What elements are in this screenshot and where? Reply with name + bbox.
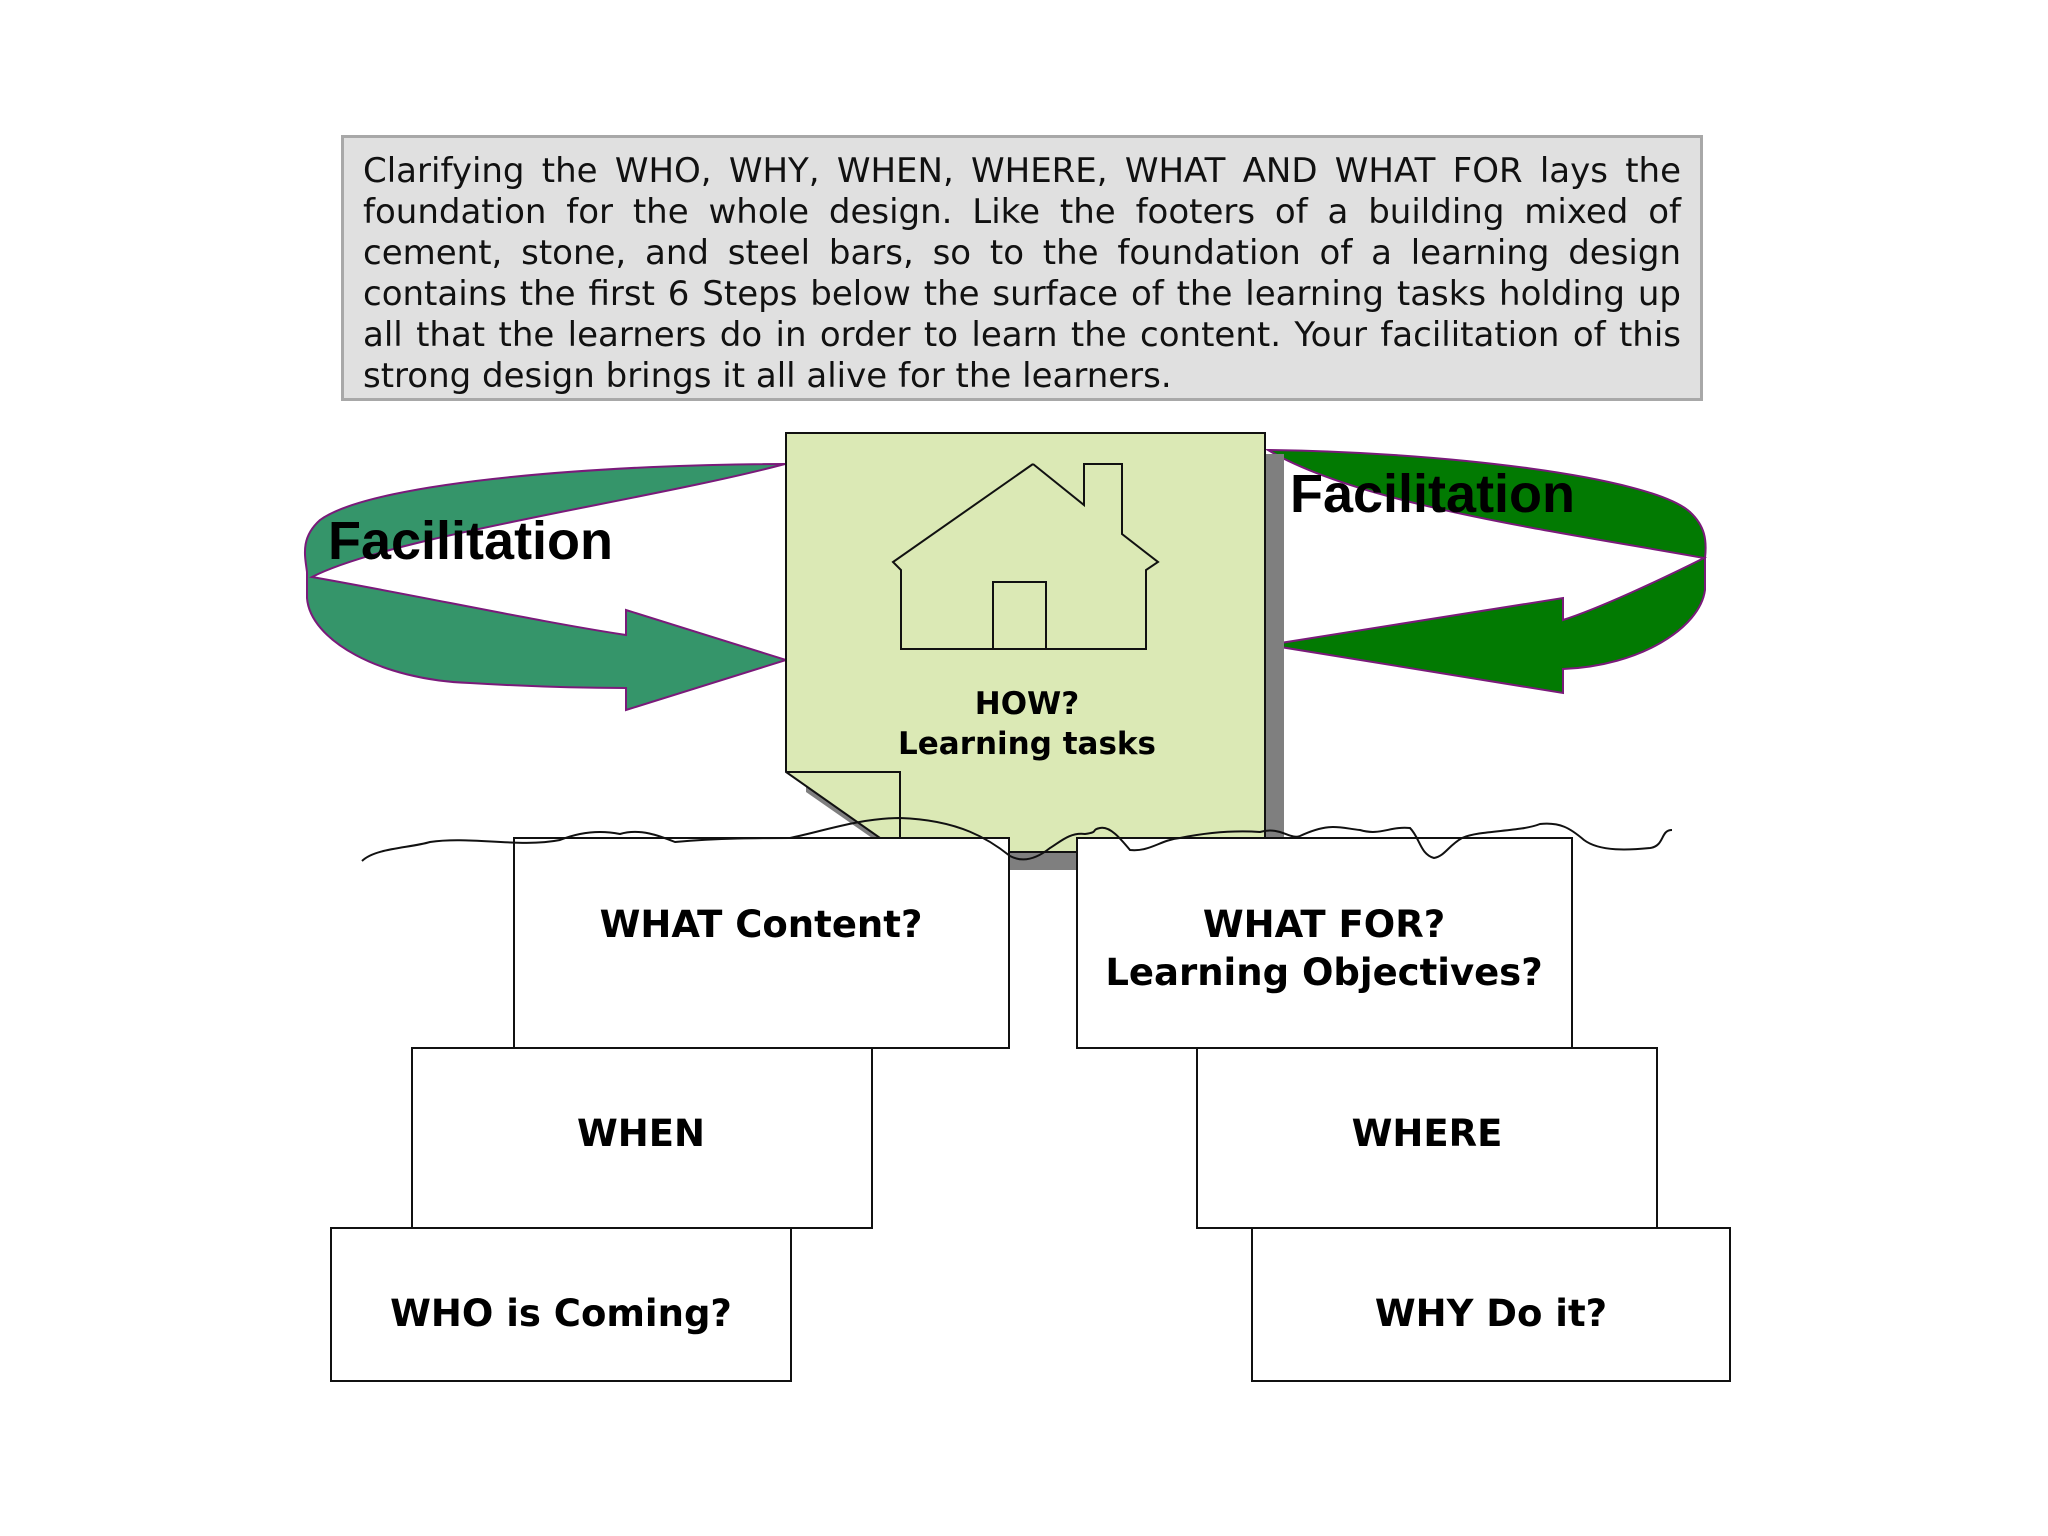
note-fold [786,771,901,852]
learning-objectives-label: Learning Objectives? [1105,951,1542,994]
how-label: HOW? [975,686,1079,722]
left-facilitation-arrow [303,463,790,712]
house-icon [891,463,1160,650]
why-label: WHY Do it? [1375,1292,1607,1335]
where-label: WHERE [1352,1112,1503,1155]
who-label: WHO is Coming? [390,1292,732,1335]
where-block [1196,1047,1658,1229]
what-content-label: WHAT Content? [600,903,923,946]
intro-text: Clarifying the WHO, WHY, WHEN, WHERE, WH… [363,151,1681,396]
what-for-label: WHAT FOR? [1203,903,1445,946]
why-block [1251,1227,1731,1382]
right-facilitation-label: Facilitation [1290,464,1575,524]
intro-text-box: Clarifying the WHO, WHY, WHEN, WHERE, WH… [341,135,1703,401]
when-block [411,1047,873,1229]
learning-tasks-label: Learning tasks [898,726,1156,762]
right-facilitation-arrow [1264,448,1708,695]
center-note [785,432,1266,853]
left-facilitation-label: Facilitation [328,511,613,571]
surface-line [361,816,1673,862]
when-label: WHEN [577,1112,705,1155]
what-content-block [513,837,1010,1049]
who-block [330,1227,792,1382]
